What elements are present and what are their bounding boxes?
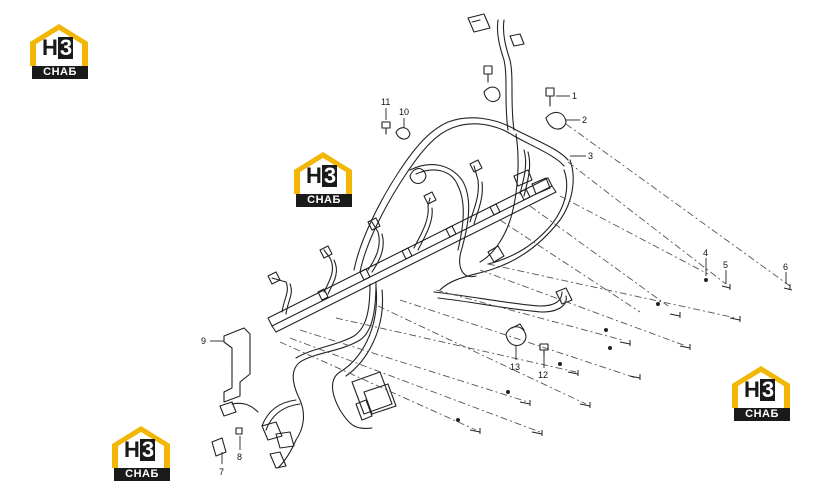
bolt-icon xyxy=(629,374,641,380)
callout-2: 2 xyxy=(582,115,587,125)
upper-lead xyxy=(467,13,525,131)
grommet-icon xyxy=(409,167,427,185)
bolt-icon xyxy=(669,312,681,318)
bolt-icon xyxy=(539,343,549,357)
injector-rail xyxy=(267,177,557,333)
bolt-icon xyxy=(783,284,793,291)
callout-13: 13 xyxy=(510,362,520,372)
callout-10: 10 xyxy=(399,107,409,117)
callout-3: 3 xyxy=(588,151,593,161)
grommet-icon xyxy=(545,111,567,130)
callout-12: 12 xyxy=(538,370,548,380)
logo-band: СНАБ xyxy=(734,408,790,421)
bolt-icon xyxy=(235,427,243,435)
bolt-icon xyxy=(483,65,493,83)
projection-lines xyxy=(279,123,791,433)
bolt-icon xyxy=(729,316,741,322)
callout-9: 9 xyxy=(201,336,206,346)
loose-bolts xyxy=(469,284,793,436)
grommet-icon xyxy=(483,86,501,103)
callout-11: 11 xyxy=(381,97,390,107)
main-harness-loop xyxy=(353,117,574,291)
leader-lines xyxy=(210,95,787,464)
bracket-icon xyxy=(223,327,251,403)
callout-4: 4 xyxy=(703,248,708,258)
logo-band: СНАБ xyxy=(114,468,170,481)
bolt-icon xyxy=(381,121,391,135)
callout-5: 5 xyxy=(723,260,728,270)
clip-icon xyxy=(395,127,411,140)
bolt-icon xyxy=(679,344,691,350)
logo-band: СНАБ xyxy=(296,194,352,207)
callout-8: 8 xyxy=(237,452,242,462)
left-harness xyxy=(219,281,397,469)
bolt-icon xyxy=(469,428,481,434)
bolt-icon xyxy=(531,430,543,436)
logo-band: СНАБ xyxy=(32,66,88,79)
clamp-icon xyxy=(505,323,527,347)
callout-labels: 1 2 3 4 5 6 7 8 9 10 11 12 13 xyxy=(201,91,788,477)
callout-6: 6 xyxy=(783,262,788,272)
washers xyxy=(456,278,708,422)
bolt-icon xyxy=(721,284,731,290)
right-branch xyxy=(433,287,573,313)
clip-icon xyxy=(211,437,227,457)
bolt-icon xyxy=(519,400,531,406)
bolt-icon xyxy=(579,402,591,408)
bolt-icon xyxy=(567,370,579,376)
callout-7: 7 xyxy=(219,467,224,477)
injector-leads xyxy=(267,149,531,315)
bolt-icon xyxy=(619,340,631,346)
callout-1: 1 xyxy=(572,91,577,101)
bolt-icon xyxy=(545,87,555,107)
